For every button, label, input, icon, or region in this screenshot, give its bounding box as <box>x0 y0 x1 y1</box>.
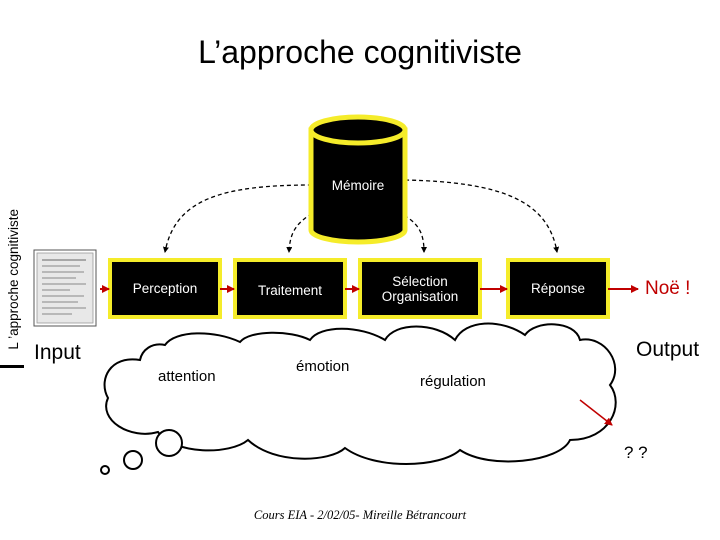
input-label: Input <box>34 341 81 364</box>
memory-arc-left <box>163 184 313 253</box>
reponse-box <box>506 258 610 319</box>
page-title: L’approche cognitiviste <box>198 34 522 70</box>
document-thumbnail <box>33 249 97 327</box>
memory-label: Mémoire <box>331 177 385 193</box>
thought-bubble-small <box>100 465 110 475</box>
side-title-text: L ’approche cognitiviste <box>5 209 21 350</box>
selection-box <box>358 258 482 319</box>
side-title: L ’approche cognitiviste <box>2 150 24 350</box>
arrow-cloud-unknown <box>579 399 613 426</box>
organisation-label: Organisation <box>381 288 459 304</box>
memory-arc-inner-left <box>286 209 319 253</box>
selection-label-group: Sélection Organisation <box>360 260 480 317</box>
side-rule <box>0 365 24 368</box>
regulation-label: régulation <box>420 373 486 390</box>
traitement-box <box>233 258 347 319</box>
reponse-label: Réponse <box>530 281 586 296</box>
output-label: Output <box>636 338 700 361</box>
selection-label: Sélection <box>392 273 448 289</box>
perception-label: Perception <box>132 281 198 296</box>
emotion-label: émotion <box>296 358 350 375</box>
perception-box <box>108 258 222 319</box>
memory-cylinder <box>308 114 408 245</box>
memory-arc-right <box>404 179 560 253</box>
noe-label: Noë ! <box>645 278 691 299</box>
attention-label: attention <box>158 368 216 385</box>
footer: Cours EIA - 2/02/05- Mireille Bétrancour… <box>253 508 467 522</box>
thought-bubble-large <box>155 429 183 457</box>
thought-bubble-medium <box>123 450 143 470</box>
thought-cloud <box>103 322 617 465</box>
unknown-label: ? ? <box>624 443 648 462</box>
traitement-label: Traitement <box>257 283 323 298</box>
